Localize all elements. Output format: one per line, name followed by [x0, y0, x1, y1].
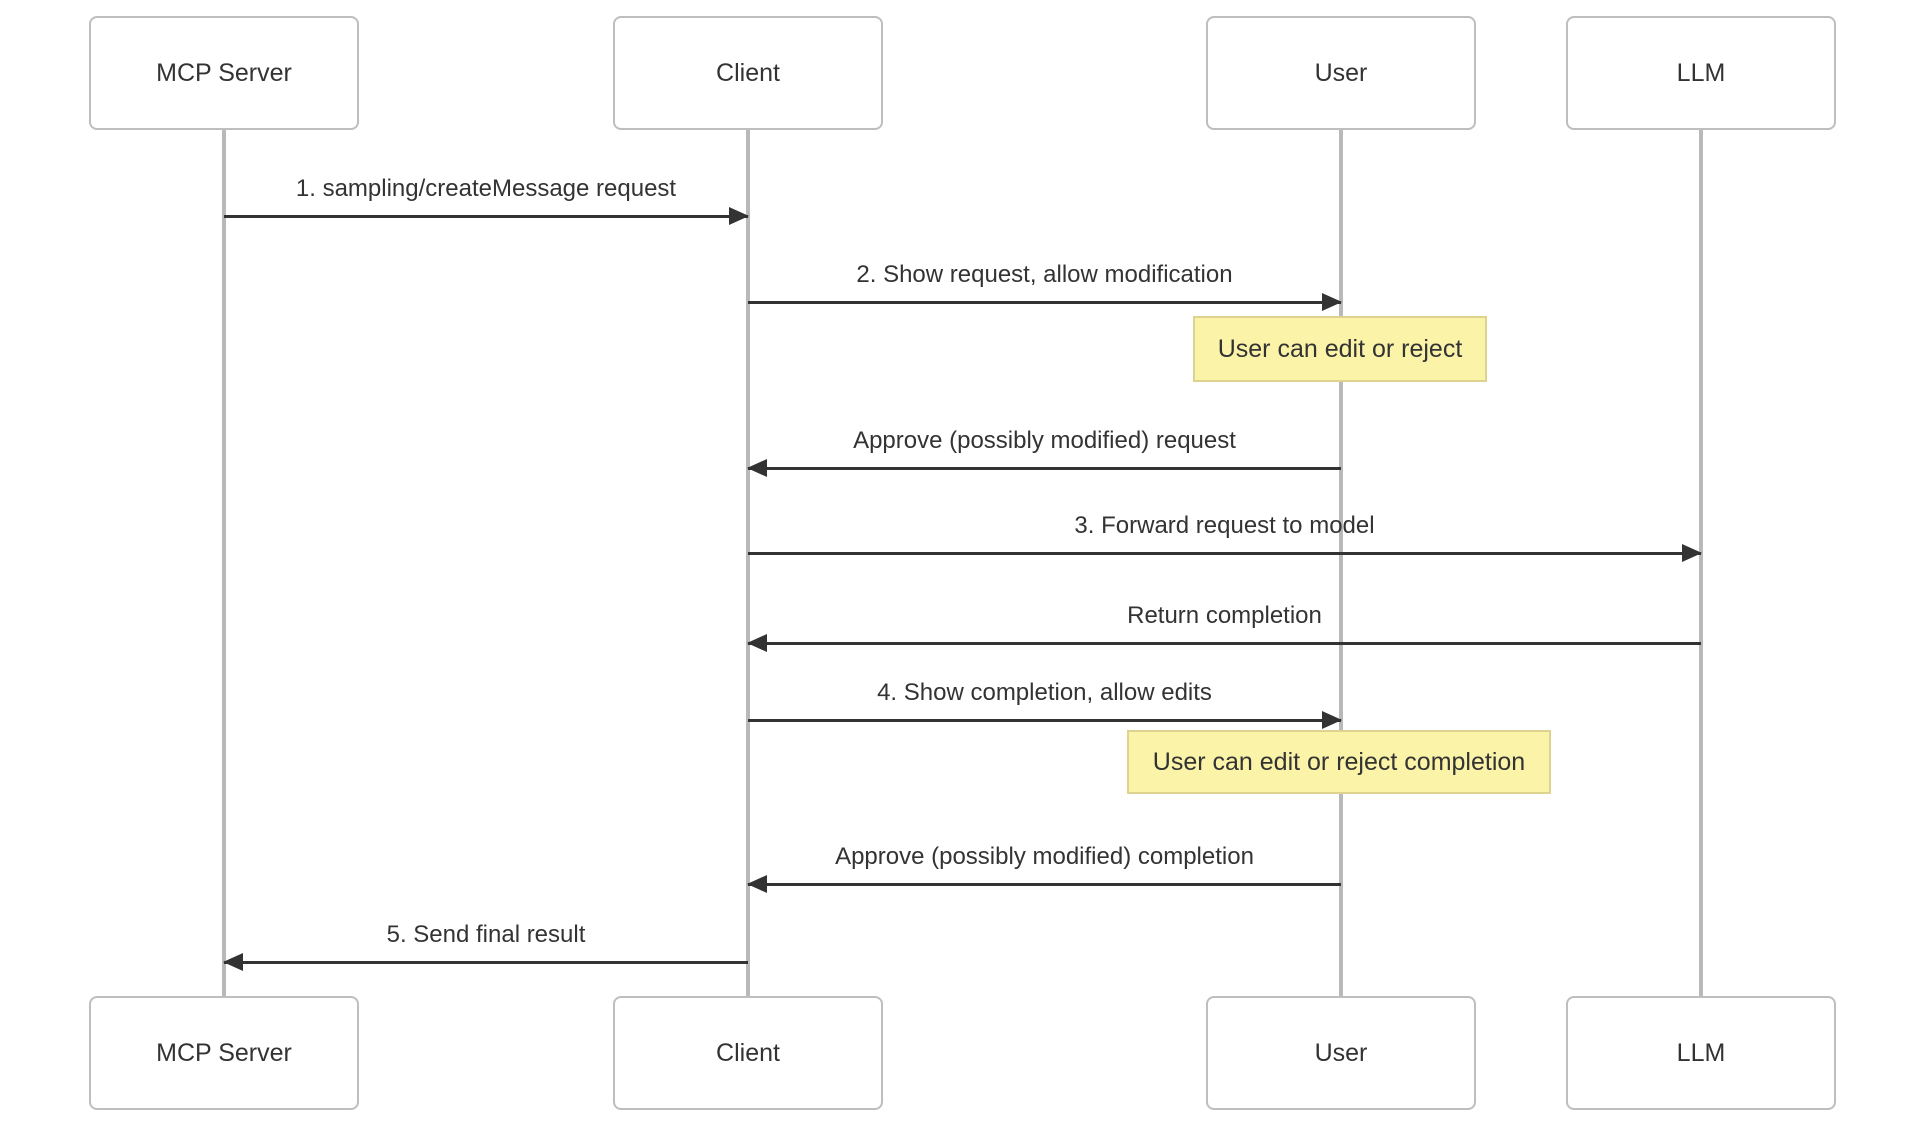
message-6-label: 4. Show completion, allow edits	[877, 679, 1212, 706]
arrowhead-icon	[729, 207, 749, 225]
message-8-arrow	[223, 953, 748, 971]
actor-label: LLM	[1676, 58, 1726, 87]
message-5: Return completion	[747, 601, 1701, 652]
actor-top-llm: LLM	[1566, 16, 1836, 130]
message-1-label: 1. sampling/createMessage request	[295, 175, 677, 202]
message-4: 3. Forward request to model	[748, 511, 1702, 562]
message-7: Approve (possibly modified) completion	[747, 842, 1341, 893]
actor-label: MCP Server	[156, 58, 292, 87]
actor-bottom-client: Client	[613, 996, 883, 1110]
message-3-arrow	[747, 459, 1341, 477]
actor-top-client: Client	[613, 16, 883, 130]
actor-label: User	[1314, 1038, 1368, 1067]
actor-bottom-user: User	[1206, 996, 1476, 1110]
arrowhead-icon	[1682, 544, 1702, 562]
actor-label: Client	[716, 58, 780, 87]
actor-top-user: User	[1206, 16, 1476, 130]
message-2: 2. Show request, allow modification	[748, 260, 1342, 311]
message-6-arrow	[748, 711, 1342, 729]
lifeline-user	[1339, 130, 1343, 996]
message-2-arrow	[748, 293, 1342, 311]
message-1-arrow	[224, 207, 749, 225]
note-label: User can edit or reject completion	[1152, 747, 1526, 776]
lifeline-client	[746, 130, 750, 996]
actor-bottom-mcp-server: MCP Server	[89, 996, 359, 1110]
message-7-arrow	[747, 875, 1341, 893]
message-6: 4. Show completion, allow edits	[748, 678, 1342, 729]
actor-bottom-llm: LLM	[1566, 996, 1836, 1110]
message-3-label: Approve (possibly modified) request	[853, 427, 1236, 454]
note-label: User can edit or reject	[1217, 334, 1463, 363]
arrowhead-icon	[747, 875, 767, 893]
arrowhead-icon	[747, 459, 767, 477]
message-8: 5. Send final result	[223, 920, 748, 971]
message-2-label: 2. Show request, allow modification	[856, 261, 1233, 288]
message-7-label: Approve (possibly modified) completion	[835, 843, 1254, 870]
message-5-label: Return completion	[1127, 602, 1322, 629]
message-4-arrow	[748, 544, 1702, 562]
message-1: 1. sampling/createMessage request	[224, 174, 749, 225]
message-3: Approve (possibly modified) request	[747, 426, 1341, 477]
message-4-label: 3. Forward request to model	[1074, 512, 1375, 539]
lifeline-llm	[1699, 130, 1703, 996]
lifeline-mcp-server	[222, 130, 226, 996]
message-5-arrow	[747, 634, 1701, 652]
actor-label: MCP Server	[156, 1038, 292, 1067]
actor-top-mcp-server: MCP Server	[89, 16, 359, 130]
message-8-label: 5. Send final result	[386, 921, 586, 948]
arrowhead-icon	[223, 953, 243, 971]
actor-label: LLM	[1676, 1038, 1726, 1067]
note-user-can-edit-or-reject-completion: User can edit or reject completion	[1127, 730, 1551, 794]
actor-label: User	[1314, 58, 1368, 87]
note-user-can-edit-or-reject: User can edit or reject	[1193, 316, 1487, 382]
arrowhead-icon	[1322, 711, 1342, 729]
arrowhead-icon	[747, 634, 767, 652]
arrowhead-icon	[1322, 293, 1342, 311]
actor-label: Client	[716, 1038, 780, 1067]
